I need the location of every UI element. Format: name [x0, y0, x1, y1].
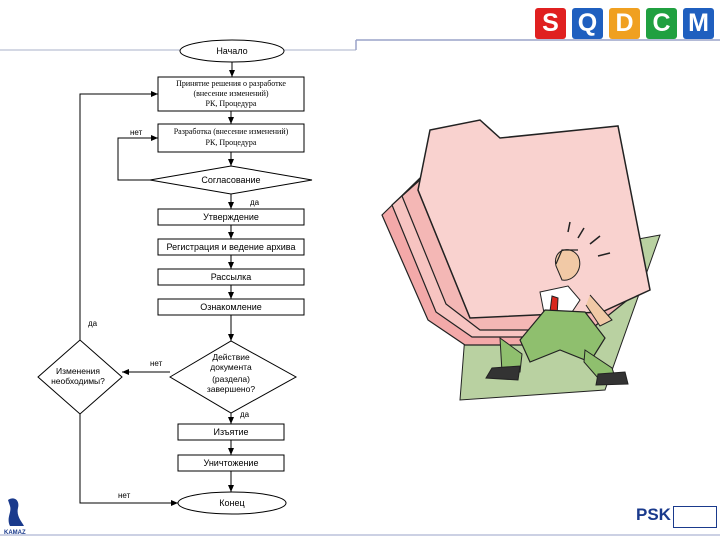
node-destruction: Уничтожение [177, 454, 285, 472]
node-develop-line2: РК, Процедура [206, 138, 257, 147]
header-lines [0, 39, 720, 536]
label-no-validity: нет [150, 359, 163, 368]
node-review-label: Ознакомление [200, 302, 262, 312]
node-withdrawal: Изъятие [177, 423, 285, 441]
brand-letter-q: Q [572, 8, 603, 39]
node-end: Конец [177, 491, 287, 515]
node-confirm-label: Утверждение [203, 212, 259, 222]
node-validity-line3: (раздела) [212, 374, 250, 384]
node-withdrawal-label: Изъятие [213, 427, 248, 437]
node-develop-line1: Разработка (внесение изменений) [174, 127, 289, 136]
node-decision-make-line2: (внесение изменений) [193, 89, 268, 98]
brand-letter-m: M [683, 8, 714, 39]
brand-letter-q-text: Q [577, 9, 598, 37]
label-yes-changes: да [88, 319, 98, 328]
node-mailing: Рассылка [157, 268, 305, 286]
brand-letter-m-text: M [688, 9, 709, 37]
node-decision-make-line1: Принятие решения о разработке [176, 79, 286, 88]
node-decision-make: Принятие решения о разработке (внесение … [157, 76, 305, 112]
node-approval-label: Согласование [201, 175, 260, 185]
node-register: Регистрация и ведение архива [157, 238, 305, 256]
node-changes-needed-line2: необходимы? [51, 376, 105, 386]
node-validity-line4: завершено? [207, 384, 255, 394]
node-mailing-label: Рассылка [211, 272, 252, 282]
psk-logo: PSK [636, 505, 671, 524]
node-end-label: Конец [219, 498, 244, 508]
node-approval: Согласование [149, 165, 313, 195]
node-validity-line1: Действие [212, 352, 250, 362]
node-review: Ознакомление [157, 298, 305, 316]
node-changes-needed: Изменения необходимы? [37, 339, 123, 415]
node-destruction-label: Уничтожение [204, 458, 259, 468]
brand-letter-d-text: D [615, 9, 634, 37]
label-yes-approval: да [250, 198, 260, 207]
label-no-develop: нет [130, 128, 143, 137]
node-decision-make-line3: РК, Процедура [206, 99, 257, 108]
node-validity-line2: документа [210, 362, 252, 372]
label-yes-validity: да [240, 410, 250, 419]
brand-letter-s: S [535, 8, 566, 39]
kamaz-logo-icon [8, 498, 24, 526]
brand-letter-s-text: S [542, 9, 559, 37]
brand-letter-c-text: C [652, 9, 671, 37]
node-start-label: Начало [216, 46, 247, 56]
node-start: Начало [179, 39, 285, 63]
psk-logo-box [673, 506, 717, 528]
folder-man-illustration [381, 119, 661, 401]
label-no-end: нет [118, 491, 131, 500]
kamaz-logo-text: KAMAZ [4, 530, 26, 536]
brand-letter-c: C [646, 8, 677, 39]
node-changes-needed-line1: Изменения [56, 366, 100, 376]
node-confirm: Утверждение [157, 208, 305, 226]
node-develop: Разработка (внесение изменений) РК, Проц… [157, 123, 305, 153]
node-validity: Действие документа (раздела) завершено? [169, 340, 298, 414]
node-register-label: Регистрация и ведение архива [166, 242, 295, 252]
brand-letter-d: D [609, 8, 640, 39]
